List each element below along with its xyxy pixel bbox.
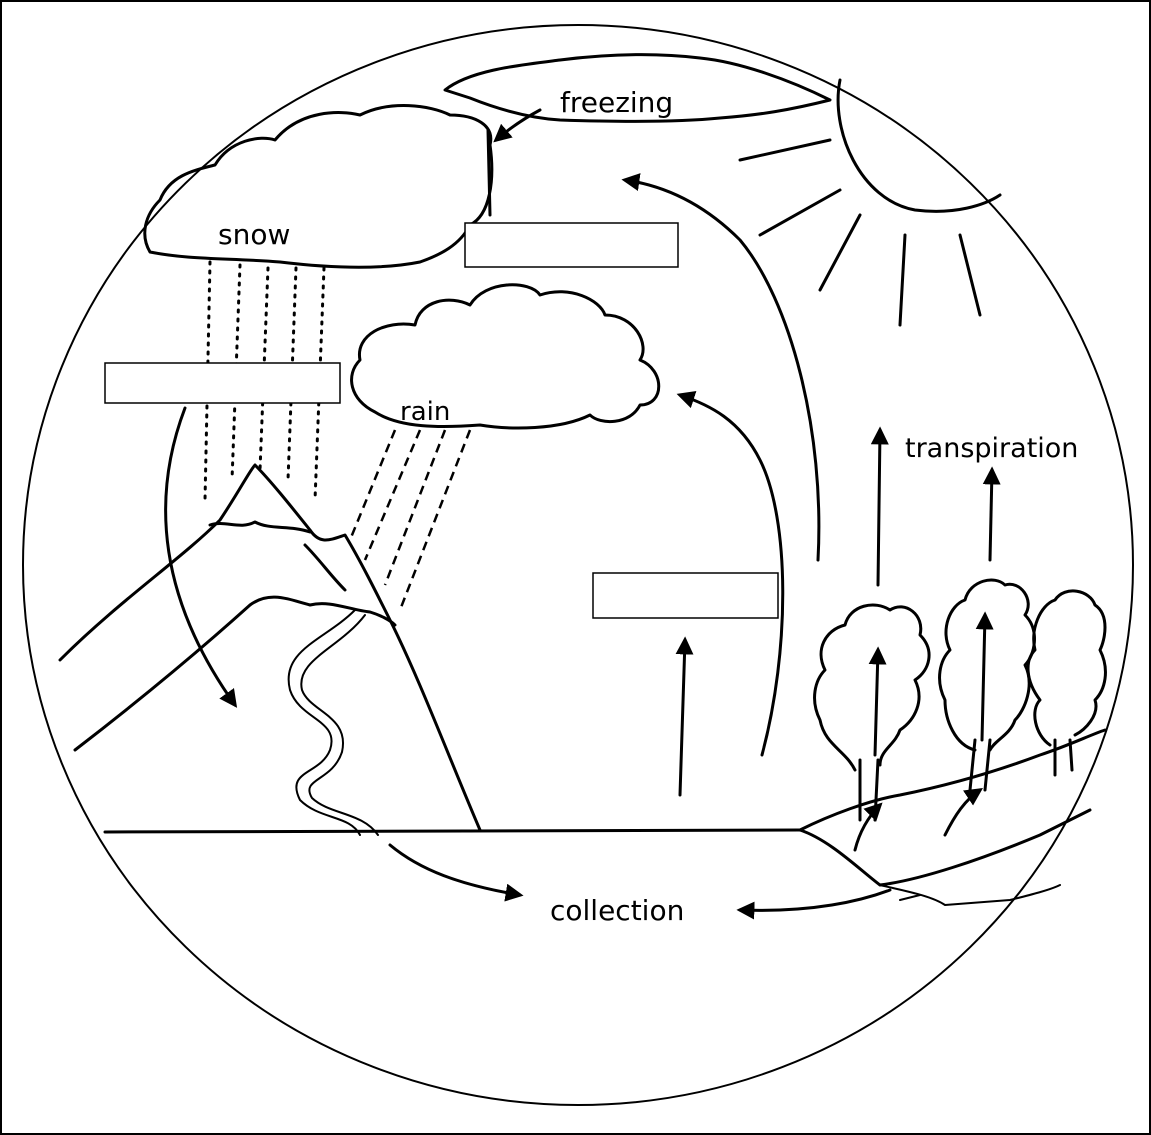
runoff-arrow-right: [740, 890, 890, 910]
tree-icon: [940, 580, 1035, 790]
condensation-blank-box[interactable]: [465, 223, 678, 267]
sun-icon: [740, 80, 1000, 325]
evaporation-blank-box[interactable]: [593, 573, 778, 618]
mountains-icon: [60, 465, 480, 830]
rain-cloud-icon: [352, 285, 659, 428]
transpiration-arrow-2: [990, 470, 992, 560]
runoff-arrow-left: [390, 845, 520, 895]
tree-icon: [815, 605, 930, 820]
tree-arrow-1: [875, 650, 878, 755]
rain-fall-lines: [350, 430, 470, 610]
collection-label: collection: [550, 894, 684, 927]
precipitation-blank-box[interactable]: [105, 363, 340, 403]
snowmelt-arrow: [166, 408, 235, 705]
outer-circle: [23, 25, 1133, 1105]
evaporation-up-arrow: [680, 640, 685, 795]
transpiration-label: transpiration: [905, 433, 1078, 464]
freezing-label: freezing: [560, 86, 673, 119]
root-arrow-2: [945, 790, 980, 835]
snow-label: snow: [218, 218, 290, 251]
tree-icon: [1028, 591, 1105, 775]
cloud-edge: [488, 130, 490, 215]
tree-arrow-2: [982, 615, 985, 740]
river-icon: [289, 610, 378, 835]
snow-cloud-icon: [145, 106, 492, 268]
rain-label: rain: [400, 397, 450, 427]
transpiration-arrow-1: [878, 430, 880, 585]
ground-line: [105, 830, 800, 832]
